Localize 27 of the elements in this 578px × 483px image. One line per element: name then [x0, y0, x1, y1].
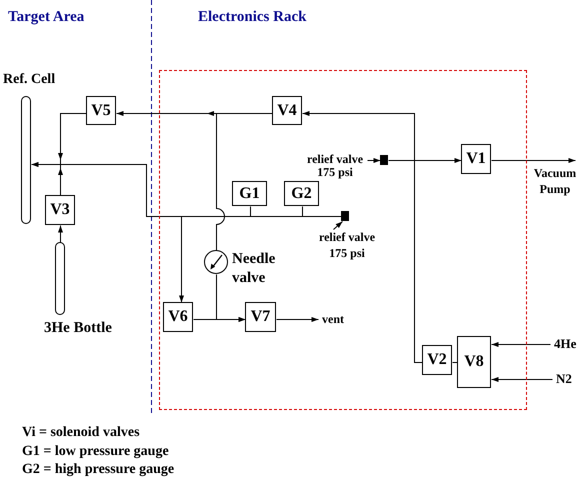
node-label: vent — [322, 312, 345, 326]
node-label: relief valve 175 psi — [306, 153, 364, 179]
note-text: G2 = high pressure gauge — [22, 461, 174, 478]
note-text: G1 = low pressure gauge — [22, 443, 169, 460]
valve-box: V5 — [86, 96, 116, 125]
gauge-box: G2 — [284, 181, 319, 206]
node-label: Needle valve — [232, 250, 276, 288]
gauge-box: G1 — [232, 181, 267, 206]
valve-box: V7 — [245, 302, 276, 332]
note-text: Vi = solenoid valves — [22, 424, 140, 441]
node-label: 3He Bottle — [44, 319, 112, 337]
valve-box: V4 — [272, 96, 302, 125]
node-label: N2 — [556, 371, 573, 387]
node-label: 4He — [554, 336, 578, 352]
node-label: Ref. Cell — [3, 71, 56, 88]
area-title: Target Area — [8, 8, 84, 26]
filled-square-icon — [341, 211, 349, 221]
valve-box: V1 — [461, 144, 491, 174]
area-title: Electronics Rack — [198, 8, 306, 26]
valve-box: V2 — [422, 345, 452, 375]
valve-box: V8 — [457, 336, 491, 388]
valve-box: V3 — [45, 195, 75, 225]
filled-square-icon — [380, 155, 388, 165]
node-label: relief valve 175 psi — [318, 229, 376, 261]
node-label: Vacuum Pump — [532, 165, 578, 197]
dashed-boundary — [159, 70, 527, 410]
valve-box: V6 — [163, 302, 193, 332]
